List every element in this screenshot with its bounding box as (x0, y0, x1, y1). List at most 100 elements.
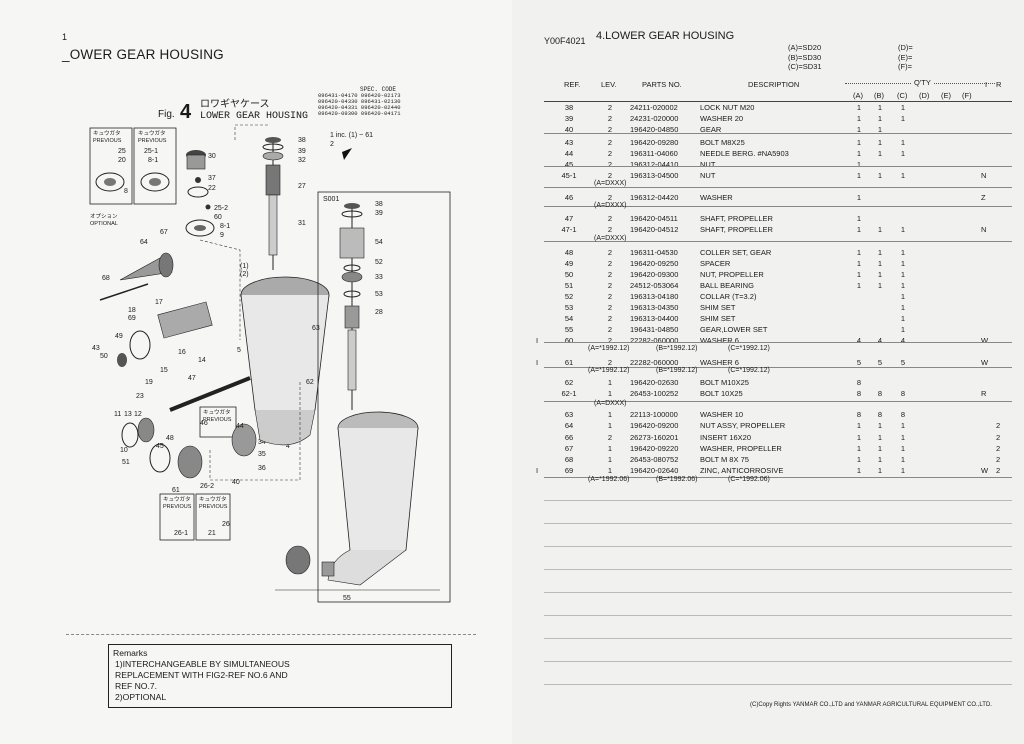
callout-61: 61 (172, 487, 180, 494)
part-11 (121, 422, 139, 448)
s001-label: S001 (323, 196, 339, 203)
callout-20: 20 (118, 157, 126, 164)
arrow-icon (342, 148, 352, 160)
spec-code-2: 096420-04330 096431-02130 (318, 98, 401, 105)
callout-25-1: 25-1 (144, 148, 158, 155)
callout-38: 38 (298, 137, 306, 144)
description-cell: WASHER, PROPELLER (700, 444, 782, 453)
spec-code-b: (B)=SD30 (788, 52, 822, 62)
housing-bottom (254, 409, 316, 446)
remarks-line-4: 2)OPTIONAL (115, 692, 167, 702)
col-header-f: (F) (962, 91, 972, 100)
description-cell: WASHER 6 (700, 336, 739, 345)
description-cell: BOLT M 8X 75 (700, 455, 749, 464)
description-cell: BOLT M10X25 (700, 378, 749, 387)
blank-line (544, 500, 1012, 501)
level-cell: 2 (607, 433, 613, 442)
callout-37: 37 (208, 175, 216, 182)
callout-12: 12 (134, 411, 142, 418)
callout-26: 26 (222, 521, 230, 528)
callout-1: (1) (240, 263, 249, 270)
qty-c-cell: 1 (900, 259, 906, 268)
right-page: Y00F4021 4.LOWER GEAR HOUSING (A)=SD20 (… (512, 0, 1024, 744)
fig-number: 4 (180, 101, 192, 123)
qty-c-cell: 1 (900, 455, 906, 464)
ref-cell: 63 (564, 410, 574, 419)
qty-a-cell: 1 (856, 214, 862, 223)
part-68-bolt (99, 283, 149, 301)
callout-45: 45 (156, 443, 164, 450)
header-rule (544, 101, 1012, 102)
i-cell: W (981, 336, 989, 345)
s-gear (285, 545, 311, 575)
level-cell: 2 (607, 193, 613, 202)
part-13 (137, 417, 155, 443)
description-cell: NUT (700, 171, 716, 180)
previous-4: PREVIOUS (163, 504, 192, 510)
description-cell: COLLER SET, GEAR (700, 248, 772, 257)
part-37 (195, 177, 201, 183)
spec-code-c: (C)=SD31 (788, 62, 822, 71)
callout-48: 48 (166, 435, 174, 442)
row-separator (544, 206, 1012, 207)
description-cell: SPACER (700, 259, 731, 268)
part-number-cell: 196420-04512 (630, 225, 679, 234)
ref-cell: 44 (564, 149, 574, 158)
part-51 (149, 443, 171, 473)
spec-codes-right: (D)= (E)= (F)= (898, 43, 913, 72)
note-69-b: (B=*1992.06) (656, 476, 698, 483)
description-cell: SHIM SET (700, 303, 736, 312)
previous-jp-1: キュウガタ (93, 129, 121, 137)
exploded-parts-diagram: Fig. 4 ロワギヤケース LOWER GEAR HOUSING SPEC. … (89, 86, 451, 603)
qty-c-cell: 1 (900, 314, 906, 323)
note-47-1: (A=DXXX) (594, 235, 627, 242)
qty-c-cell: 1 (900, 281, 906, 290)
qty-a-cell: 1 (856, 421, 862, 430)
qty-c-cell: 8 (900, 389, 906, 398)
callout-4: 4 (286, 443, 290, 450)
level-cell: 2 (607, 292, 613, 301)
ref-cell: 39 (564, 114, 574, 123)
qty-c-cell: 1 (900, 149, 906, 158)
row-mark: I (536, 358, 539, 367)
spec-code-f: (F)= (898, 62, 912, 71)
col-header-r: R (996, 80, 1002, 89)
callout-9: 9 (220, 232, 224, 239)
previous-gear-2-hub (149, 178, 161, 186)
i-cell: W (981, 466, 989, 475)
part-50 (129, 330, 151, 360)
level-cell: 1 (607, 389, 613, 398)
inc-note: 1 inc. (1) ~ 61 (330, 132, 373, 139)
description-cell: GEAR,LOWER SET (700, 325, 768, 334)
s-callout-28: 28 (375, 309, 383, 316)
qty-a-cell: 8 (856, 410, 862, 419)
qty-c-cell: 4 (900, 336, 906, 345)
part-32 (262, 151, 284, 161)
qty-c-cell: 1 (900, 138, 906, 147)
fig-jp: ロワギヤケース (200, 98, 270, 110)
qty-a-cell: 1 (856, 193, 862, 202)
col-header-desc: DESCRIPTION (748, 80, 800, 89)
callout-21: 21 (208, 530, 216, 537)
qty-a-cell: 1 (856, 114, 862, 123)
qty-c-cell: 1 (900, 292, 906, 301)
callout-32: 32 (298, 157, 306, 164)
level-cell: 1 (607, 410, 613, 419)
ref-cell: 54 (564, 314, 574, 323)
part-number-cell: 22282-060000 (630, 358, 679, 367)
callout-26-1: 26-1 (174, 530, 188, 537)
col-header-qty: Q'TY (912, 78, 933, 87)
note-46: (A=DXXX) (594, 202, 627, 209)
description-cell: NUT, PROPELLER (700, 270, 764, 279)
separator (66, 634, 476, 635)
level-cell: 2 (607, 248, 613, 257)
qty-a-cell: 1 (856, 149, 862, 158)
